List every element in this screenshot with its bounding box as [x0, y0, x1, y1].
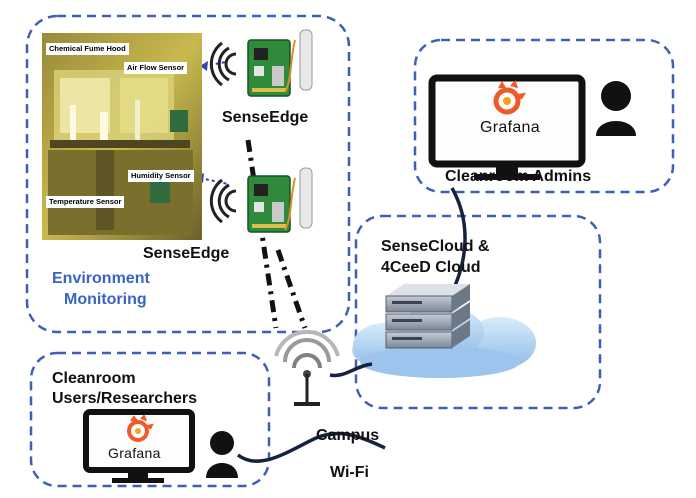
wireless-link-top: [245, 139, 279, 329]
server-rack-icon: [385, 284, 470, 349]
4ceed-cloud-label: 4CeeD Cloud: [381, 259, 481, 276]
grafana-logo-icon: [493, 80, 526, 115]
cleanroom-users-label: Cleanroom: [52, 370, 136, 387]
airflow-arrow: [203, 61, 227, 67]
admins-box: [413, 38, 675, 194]
cloud-box: [354, 214, 602, 410]
wireless-link-bottom: [275, 249, 308, 329]
cloud-antenna-cable: [329, 362, 373, 378]
airflow-arrowhead: [200, 61, 208, 71]
fume-hood-tag: Chemical Fume Hood: [46, 43, 129, 55]
humidity-arrow: [199, 177, 229, 185]
wifi-label: Wi-Fi: [330, 464, 369, 481]
senseedge-bottom-label: SenseEdge: [143, 245, 230, 262]
person-icon: [206, 431, 238, 478]
users-researchers-label: Users/Researchers: [52, 390, 197, 407]
sensor-board-icon: [247, 175, 291, 233]
sensecloud-label: SenseCloud &: [381, 238, 490, 255]
admin-monitor-icon: [428, 74, 586, 180]
environment-box: [25, 14, 351, 334]
sensor-probe-icon: [284, 29, 313, 93]
wireless-waves-icon: [209, 178, 237, 224]
senseedge-top-label: SenseEdge: [222, 109, 309, 126]
environment-label: Environment: [52, 270, 150, 287]
grafana-logo-icon: [127, 414, 154, 442]
monitoring-label: Monitoring: [64, 291, 147, 308]
humidity-tag: Humidity Sensor: [128, 170, 194, 182]
users-grafana-text: Grafana: [108, 445, 161, 461]
wireless-waves-icon: [209, 41, 237, 87]
wifi-antenna-icon: [274, 329, 340, 406]
person-icon: [596, 81, 636, 136]
campus-label: Campus: [316, 427, 380, 444]
temperature-tag: Temperature Sensor: [46, 196, 125, 208]
users-campus-cable: [236, 431, 386, 463]
cleanroom-admins-label: Cleanroom Admins: [445, 168, 592, 185]
sensor-board-icon: [247, 39, 291, 97]
admin-grafana-text: Grafana: [480, 119, 540, 136]
air-flow-tag: Air Flow Sensor: [124, 62, 188, 74]
users-box: [29, 351, 271, 488]
sensor-probe-icon: [284, 167, 313, 231]
